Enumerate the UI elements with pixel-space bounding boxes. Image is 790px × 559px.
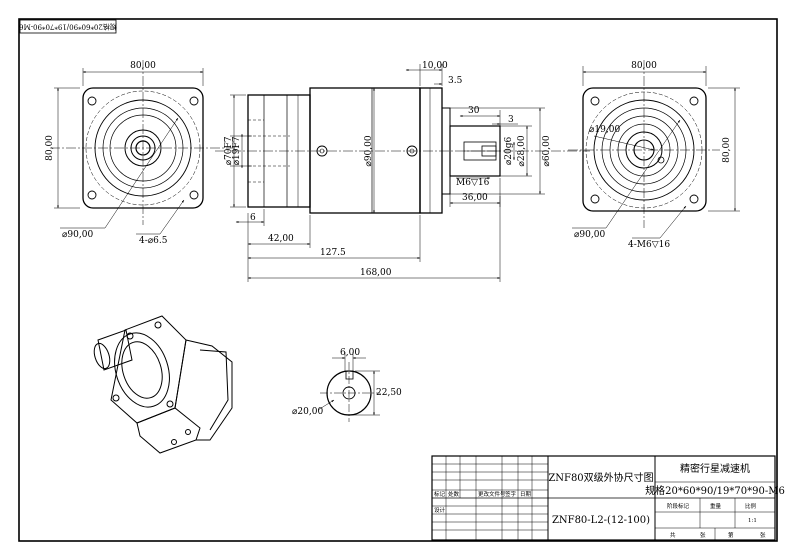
side-dim-28: ⌀28,00 [517, 135, 527, 166]
tb-count: 处数 [448, 490, 460, 498]
left-circle-dim: ⌀90,00 [62, 230, 93, 240]
side-dim-30: 30 [468, 106, 480, 116]
tb-mark: 标记 [434, 490, 446, 498]
right-bore-dim: ⌀19,00 [589, 125, 620, 135]
corner-label: 规格20*60*90/19*70*90-M6 [19, 23, 117, 32]
tb-date: 日期 [520, 491, 532, 498]
tb-stage-mark: 阶段标记 [667, 502, 690, 510]
side-dim-3-5: 3.5 [448, 76, 463, 86]
side-dim-60: ⌀60,00 [542, 135, 552, 166]
tb-drawing-title: ZNF80双级外协尺寸图 [548, 471, 653, 484]
isometric-view [93, 315, 233, 454]
side-dim-20g6: ⌀20g6 [504, 137, 514, 166]
side-dim-70f7: ⌀70F7 [224, 136, 234, 165]
sheet-frame [18, 18, 778, 542]
tb-sign: 签字 [505, 490, 517, 498]
side-view [215, 64, 590, 282]
tb-scale: 比例 [745, 502, 757, 510]
right-holes-dim: 4-M6▽16 [628, 240, 670, 250]
tb-change-doc: 更改文件号 [478, 490, 506, 498]
side-dim-36: 36,00 [462, 193, 488, 203]
right-height-dim: 80,00 [722, 137, 732, 163]
left-holes-dim: 4-⌀6.5 [139, 236, 168, 246]
side-dim-6: 6 [250, 213, 256, 223]
key-dim-6: 6,00 [340, 348, 360, 358]
side-dim-90: ⌀90,00 [364, 135, 374, 166]
tb-weight: 重量 [710, 502, 722, 510]
left-height-dim: 80,00 [45, 135, 55, 161]
side-dim-19f7: ⌀19F7 [232, 136, 242, 165]
right-view [568, 60, 740, 239]
tb-company-title: 精密行星减速机 [680, 462, 750, 475]
side-dim-3: 3 [508, 115, 514, 125]
side-dim-42: 42,00 [268, 234, 294, 244]
corner-label-box: 规格20*60*90/19*70*90-M6 [19, 19, 117, 34]
tb-scale-value: 1:1 [748, 518, 757, 524]
side-thread: M6▽16 [456, 178, 490, 188]
side-dim-10: 10,00 [422, 61, 448, 71]
right-width-dim: 80,00 [631, 61, 657, 71]
tb-design: 设计 [434, 506, 446, 514]
left-width-dim: 80,00 [130, 61, 156, 71]
key-dim-22-5: 22,50 [376, 388, 402, 398]
tb-part-no: ZNF80-L2-(12-100) [552, 515, 650, 526]
key-detail [317, 352, 380, 422]
title-block [431, 455, 776, 541]
tb-page-sheet: 张 [760, 531, 766, 539]
key-dim-20: ⌀20,00 [292, 407, 323, 417]
side-dim-168: 168,00 [360, 268, 392, 278]
side-dim-127: 127.5 [320, 248, 346, 258]
right-circle-dim: ⌀90,00 [574, 230, 605, 240]
left-view [50, 60, 235, 235]
tb-total: 共 [670, 531, 676, 539]
tb-sheet: 张 [700, 531, 706, 539]
tb-page: 第 [728, 531, 734, 539]
tb-spec: 规格20*60*90/19*70*90-M6 [645, 484, 785, 497]
